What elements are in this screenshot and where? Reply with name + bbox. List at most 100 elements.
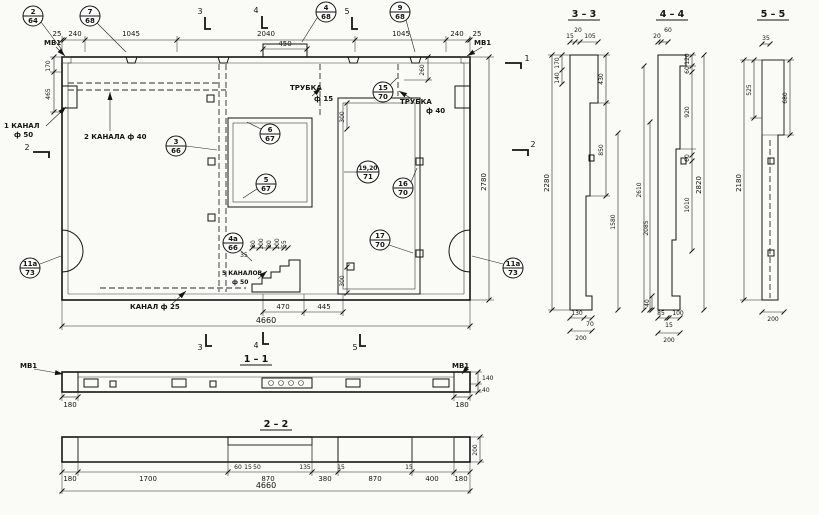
dim: 1580 [610,214,617,229]
dim: 430 [598,73,605,85]
dim: 300 [339,111,346,123]
canal25-label: КАНАЛ ф 25 [130,303,180,311]
dim: 135 [299,464,311,471]
dim: 240 [68,30,81,38]
cut-mark-3-top: 3 [197,7,202,16]
dim: 20 [653,33,661,40]
mv1-label-strip-left: МВ1 [20,362,37,370]
callout-num: 5 [264,176,269,184]
dim: 15 [405,464,413,471]
dim: 20 [574,27,582,34]
dim: 15 [665,322,673,329]
callout-den: 64 [28,17,38,25]
embedded-plate [207,213,216,222]
dim: 400 [425,475,438,483]
top-groove [409,56,422,64]
canal1-dia-label: ф 50 [14,131,33,139]
dim: 85 [657,310,665,317]
dim: 260 [419,64,426,76]
dim: 680 [782,92,789,104]
five-channel-steps [251,259,301,293]
callout-den: 68 [321,13,331,21]
dim: 200 [575,335,587,342]
dim: 180 [454,475,467,483]
dim: 100 [258,238,265,250]
dim: 1700 [139,475,157,483]
callout-num: 4 [324,4,329,12]
dim: 70 [586,321,594,328]
dim: 380 [318,475,331,483]
callout-den: 67 [265,135,275,143]
tube40-dia-label: ф 40 [426,107,445,115]
callout-3-66: 3 66 [165,135,218,157]
dim: 25 [473,30,482,38]
dim: 40 [644,299,651,307]
dim: 15 [244,464,252,471]
top-groove [125,56,138,64]
dim: 60 [234,464,242,471]
cut-mark-1-right: 1 [524,54,529,63]
callout-9-68: 9 68 [389,1,416,53]
dim: 105 [584,33,596,40]
callout-1920-71: 19,20 71 [344,160,380,184]
callout-den: 66 [228,244,238,252]
main-dimensions: 25 240 1045 2040 1045 240 25 450 170 465… [45,30,494,330]
dim: 35 [762,35,770,42]
dim: 180 [63,401,76,409]
dim: 80 [266,240,273,248]
dim: 170 [554,57,561,69]
tube15-label: ТРУБКА [290,84,322,92]
corner-anchor-left [61,56,72,64]
section-body [569,54,599,311]
callout-num: 9 [398,4,403,12]
mv1-label-right: МВ1 [474,39,491,47]
dim: 35 [240,252,248,259]
callout-num: 2 [31,8,36,16]
section-title: 2 – 2 [264,419,289,430]
edge-arc-left [61,229,84,273]
dim: 920 [684,106,691,118]
window-opening [227,117,313,208]
callout-num: 11а [506,260,521,268]
callout-num: 11а [23,260,38,268]
dim: 2180 [735,174,743,192]
callout-11a-73-left: 11а 73 [19,255,62,279]
callout-den: 70 [375,241,385,249]
callout-4-68: 4 68 [301,1,337,43]
dim: 25 [53,30,62,38]
dim: 15 [337,464,345,471]
callout-7-68: 7 68 [79,5,127,53]
dim: 2780 [480,173,488,191]
dim: 470 [276,303,289,311]
section-3-3: 3 – 3 15 20 105 170 140 2280 430 850 158… [543,9,621,342]
tube40-label: ТРУБКА [400,98,432,106]
panel-front-view [61,43,471,301]
callout-den: 73 [508,269,518,277]
section-body [657,54,687,311]
cut-mark-2-right: 2 [530,140,535,149]
callout-den: 68 [395,13,405,21]
dim: 870 [368,475,381,483]
dim: 15 [566,33,574,40]
dim: 2610 [636,182,643,197]
embedded-plate [767,157,775,165]
dim: 200 [472,444,479,456]
callout-den: 67 [261,185,271,193]
embedded-plate [415,157,424,166]
dim: 300 [339,275,346,287]
dim: 2820 [695,176,703,194]
dim: 850 [598,144,605,156]
section-cut-marks: 3 4 5 3 4 5 1 2 2 [24,6,535,352]
callout-num: 16 [398,180,408,188]
callout-num: 3 [174,138,179,146]
canal5-label: 5 КАНАЛОВ [222,270,263,277]
dim: 55 [281,240,288,248]
dim: 80 [250,240,257,248]
dim: 100 [274,238,281,250]
callout-5-67: 5 67 [242,173,277,199]
callout-den: 73 [25,269,35,277]
embedded-plate [206,94,215,103]
edge-outlet-right [454,85,471,109]
callout-den: 68 [85,17,95,25]
